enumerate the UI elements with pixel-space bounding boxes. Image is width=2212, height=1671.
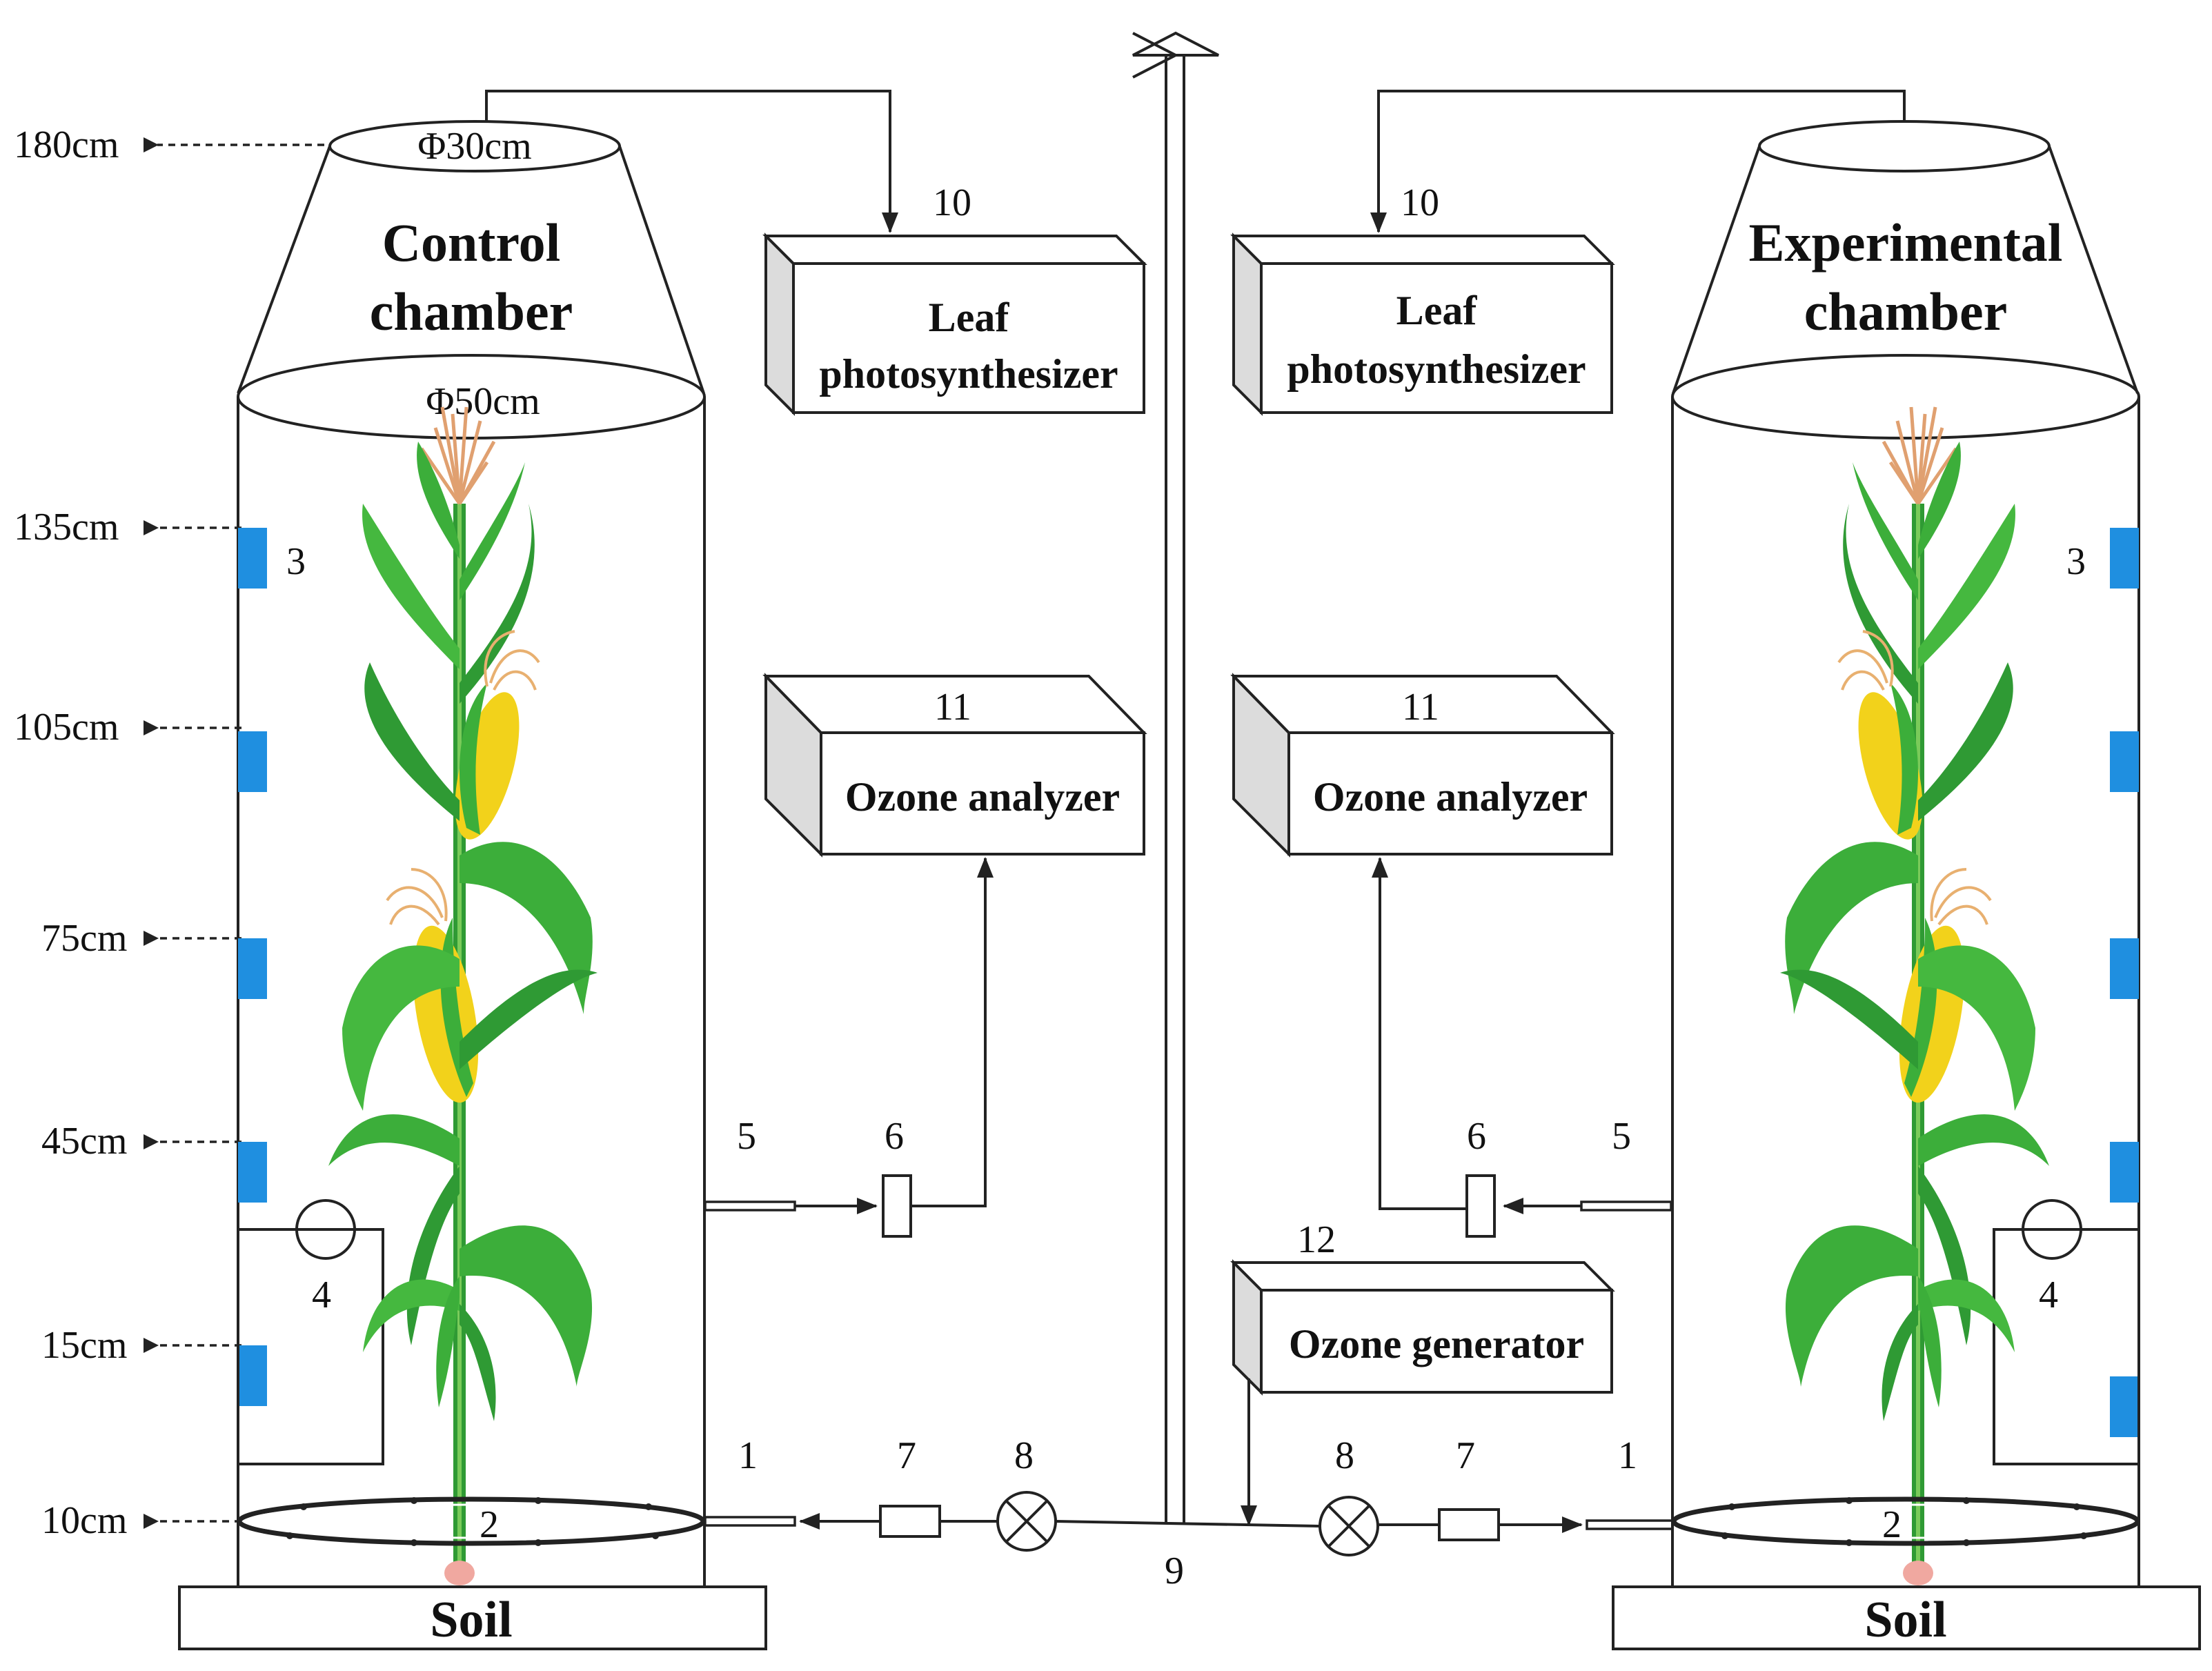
sensor-45: [238, 1142, 267, 1203]
height-label-15: 15cm: [41, 1324, 127, 1367]
control-ring-distributor: [237, 1496, 706, 1546]
height-scale: 180cm 135cm 105cm 75cm 45cm 15cm 10cm: [14, 123, 324, 1542]
experimental-title-line2: chamber: [1804, 281, 2008, 342]
svg-text:Leaf: Leaf: [929, 295, 1010, 340]
svg-text:1: 1: [738, 1434, 758, 1477]
svg-text:10: 10: [933, 181, 971, 224]
experimental-corn-plant: [1780, 407, 2049, 1585]
svg-text:6: 6: [1467, 1115, 1486, 1158]
experimental-top-opening: [1758, 120, 2051, 172]
svg-text:10: 10: [1401, 181, 1439, 224]
svg-text:7: 7: [1456, 1434, 1475, 1477]
leaf-photosynthesizer-left: Leaf photosynthesizer: [762, 233, 1147, 416]
height-label-10: 10cm: [41, 1499, 127, 1542]
right-valve-icon: [1319, 1496, 1379, 1556]
svg-text:7: 7: [897, 1434, 916, 1477]
svg-text:3: 3: [286, 540, 306, 583]
svg-text:2: 2: [480, 1503, 499, 1546]
leaf-photosynthesizer-right: Leaf photosynthesizer: [1230, 233, 1615, 416]
experimental-soil: [1612, 1585, 2201, 1650]
height-label-75: 75cm: [41, 917, 127, 960]
experimental-title-line1: Experimental: [1749, 212, 2063, 273]
control-chamber: Control chamber Φ30cm Φ50cm 3 4 2 Soil: [178, 120, 767, 1650]
sensor-75: [238, 938, 267, 999]
left-flowmeter: [879, 1505, 941, 1538]
sensor-135: [238, 528, 267, 589]
svg-text:1: 1: [1618, 1434, 1637, 1477]
left-filter: [882, 1174, 912, 1238]
control-title-line2: chamber: [370, 281, 573, 342]
svg-text:2: 2: [1882, 1503, 1902, 1546]
height-label-180: 180cm: [14, 123, 119, 166]
svg-text:12: 12: [1297, 1218, 1336, 1261]
height-label-105: 105cm: [14, 706, 119, 749]
svg-text:4: 4: [312, 1274, 331, 1316]
main-air-line: [1055, 1520, 1320, 1527]
sensor-15: [238, 1345, 267, 1406]
height-label-135: 135cm: [14, 506, 119, 548]
experimental-chamber: Experimental chamber 3 4 2 Soil: [1612, 120, 2201, 1650]
right-inlet-port: [1586, 1519, 1674, 1530]
experimental-soil-label: Soil: [1864, 1592, 1946, 1648]
left-valve-icon: [996, 1491, 1057, 1552]
experimental-fan-box: [1993, 1228, 2140, 1465]
control-fan-icon: [295, 1199, 356, 1260]
svg-text:11: 11: [1402, 686, 1439, 729]
control-title-line1: Control: [382, 212, 561, 273]
ozone-analyzer-left: Ozone analyzer: [762, 673, 1147, 858]
svg-text:4: 4: [2039, 1274, 2058, 1316]
svg-text:photosynthesizer: photosynthesizer: [819, 351, 1118, 397]
svg-text:9: 9: [1165, 1550, 1184, 1592]
right-filter: [1465, 1174, 1496, 1238]
control-fan-box: [237, 1228, 384, 1465]
ozone-generator: Ozone generator: [1230, 1259, 1615, 1396]
control-corn-plant: [328, 407, 598, 1585]
svg-text:6: 6: [885, 1115, 904, 1158]
experimental-fan-icon: [2022, 1199, 2082, 1260]
svg-text:Leaf: Leaf: [1396, 288, 1478, 333]
experimental-ring-distributor: [1671, 1496, 2140, 1546]
vent-pipe: [1132, 31, 1219, 1523]
left-sampling-port: [704, 1200, 796, 1212]
svg-text:3: 3: [2066, 540, 2086, 583]
control-soil: [178, 1585, 767, 1650]
experimental-mid-rim: [1671, 354, 2140, 439]
sensor-105: [238, 731, 267, 792]
right-chamber-to-photosynthesizer-line: [1370, 90, 1906, 233]
right-flowmeter: [1438, 1508, 1500, 1541]
control-top-diameter: Φ30cm: [417, 125, 531, 168]
control-soil-label: Soil: [430, 1592, 512, 1648]
svg-text:photosynthesizer: photosynthesizer: [1287, 346, 1586, 392]
svg-text:Ozone analyzer: Ozone analyzer: [845, 774, 1120, 820]
svg-text:8: 8: [1335, 1434, 1354, 1477]
left-inlet-port: [704, 1516, 796, 1527]
height-label-45: 45cm: [41, 1120, 127, 1163]
svg-text:8: 8: [1014, 1434, 1034, 1477]
svg-text:Ozone analyzer: Ozone analyzer: [1313, 774, 1588, 820]
ozone-analyzer-right: Ozone analyzer: [1230, 673, 1615, 858]
svg-text:Ozone generator: Ozone generator: [1289, 1321, 1584, 1367]
svg-text:5: 5: [737, 1115, 756, 1158]
svg-text:5: 5: [1612, 1115, 1631, 1158]
svg-text:11: 11: [934, 686, 971, 729]
left-chamber-to-photosynthesizer-line: [485, 90, 898, 233]
right-sampling-port: [1580, 1200, 1672, 1212]
